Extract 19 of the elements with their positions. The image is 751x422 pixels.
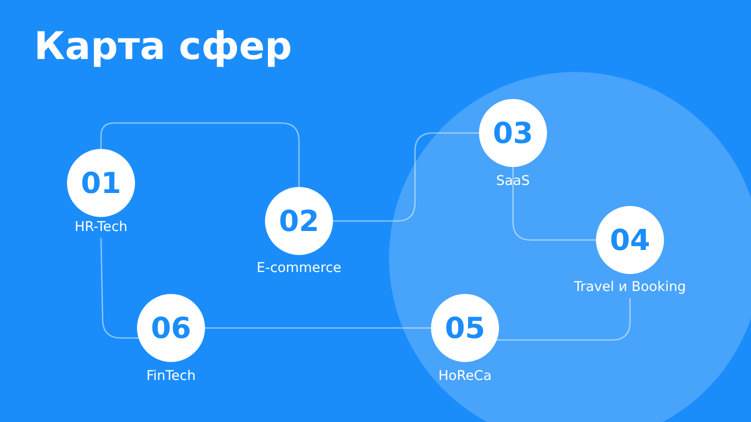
sphere-label: HoReCa (438, 368, 492, 384)
step-number: 06 (150, 311, 192, 345)
sphere-label: HR-Tech (74, 219, 128, 235)
connector-line (205, 327, 431, 329)
title: Карта сфер (34, 24, 292, 68)
sphere-label: E-commerce (256, 260, 342, 276)
step-number: 01 (80, 166, 122, 200)
step-number: 04 (610, 223, 650, 257)
sphere-label: SaaS (496, 173, 530, 189)
connector-line (100, 122, 300, 187)
connector-line (333, 132, 479, 222)
step-number: 03 (492, 116, 534, 150)
sphere-label: FinTech (146, 368, 196, 384)
step-number: 02 (278, 204, 320, 238)
connector-line (100, 238, 140, 339)
connector-line (512, 167, 596, 241)
connector-line (496, 298, 631, 341)
sphere-label: Travel и Booking (574, 279, 686, 295)
step-number: 05 (444, 311, 486, 345)
